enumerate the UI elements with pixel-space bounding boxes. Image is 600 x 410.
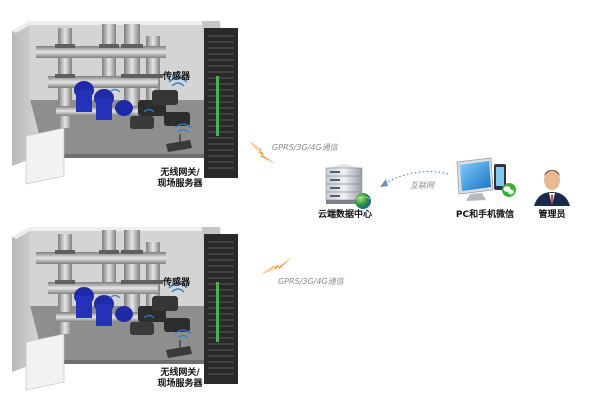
sensor-label-2: 传感器 — [163, 278, 191, 288]
pump-room-station-2 — [11, 226, 239, 391]
internet-link-arrow — [380, 170, 449, 187]
admin-label: 管理员 — [538, 210, 566, 220]
cloud-server-icon — [325, 164, 363, 204]
pump-room-station-1 — [11, 20, 239, 185]
comm-label-top: GPRS/3G/4G通信 — [272, 143, 338, 152]
sensor-label-1: 传感器 — [163, 72, 191, 82]
gateway-label-2-line1: 无线网关/ — [160, 368, 200, 378]
internet-label: 互联网 — [410, 181, 434, 190]
administrator-avatar-icon — [534, 170, 570, 206]
pc-monitor-icon — [456, 157, 494, 201]
gateway-label-2: 无线网关/ 现场服务器 — [148, 368, 212, 390]
gateway-label-2-line2: 现场服务器 — [157, 379, 203, 389]
cloud-label: 云端数据中心 — [317, 210, 372, 220]
client-label: PC和手机微信 — [455, 210, 515, 220]
gateway-label-1-line1: 无线网关/ — [160, 168, 200, 178]
gateway-label-1: 无线网关/ 现场服务器 — [148, 168, 212, 190]
comm-label-bottom: GPRS/3G/4G通信 — [278, 277, 344, 286]
gateway-label-1-line2: 现场服务器 — [157, 179, 203, 189]
globe-icon — [355, 193, 371, 209]
phone-icon — [494, 164, 506, 190]
wechat-icon — [502, 183, 516, 197]
